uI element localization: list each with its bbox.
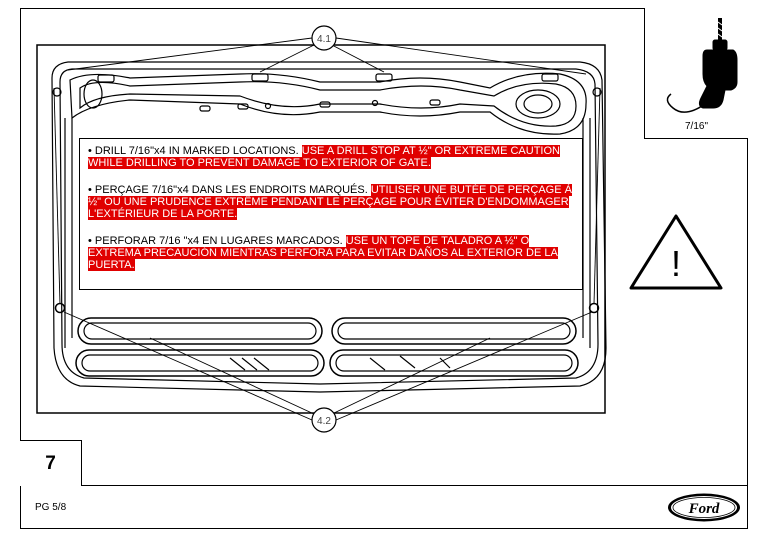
- instruction-french: • PERÇAGE 7/16"x4 DANS LES ENDROITS MARQ…: [88, 184, 574, 220]
- page-number: PG 5/8: [35, 502, 67, 513]
- step-number: 7: [20, 440, 82, 486]
- page-frame: [20, 8, 748, 529]
- drill-size-label: 7/16": [684, 121, 708, 132]
- footer-divider: [20, 485, 748, 486]
- drill-icon: [666, 18, 738, 113]
- warning-triangle-icon: !: [629, 214, 723, 290]
- instruction-spanish: • PERFORAR 7/16 "x4 EN LUGARES MARCADOS.…: [88, 235, 574, 271]
- instruction-text: • PERÇAGE 7/16"x4 DANS LES ENDROITS MARQ…: [88, 184, 371, 196]
- tailgate-illustration: 4.1 4.2: [36, 25, 607, 433]
- tool-panel: 7/16": [644, 8, 748, 139]
- instruction-text: • PERFORAR 7/16 "x4 EN LUGARES MARCADOS.: [88, 235, 346, 247]
- warning-symbol: !: [671, 243, 681, 284]
- ford-logo-text: Ford: [688, 501, 720, 517]
- instruction-box: • DRILL 7/16"x4 IN MARKED LOCATIONS. USE…: [79, 138, 583, 290]
- callout-bottom-label: 4.2: [317, 416, 331, 427]
- ford-logo: Ford: [668, 493, 740, 522]
- instruction-english: • DRILL 7/16"x4 IN MARKED LOCATIONS. USE…: [88, 145, 574, 169]
- instruction-text: • DRILL 7/16"x4 IN MARKED LOCATIONS.: [88, 145, 302, 157]
- callout-top-label: 4.1: [317, 34, 331, 45]
